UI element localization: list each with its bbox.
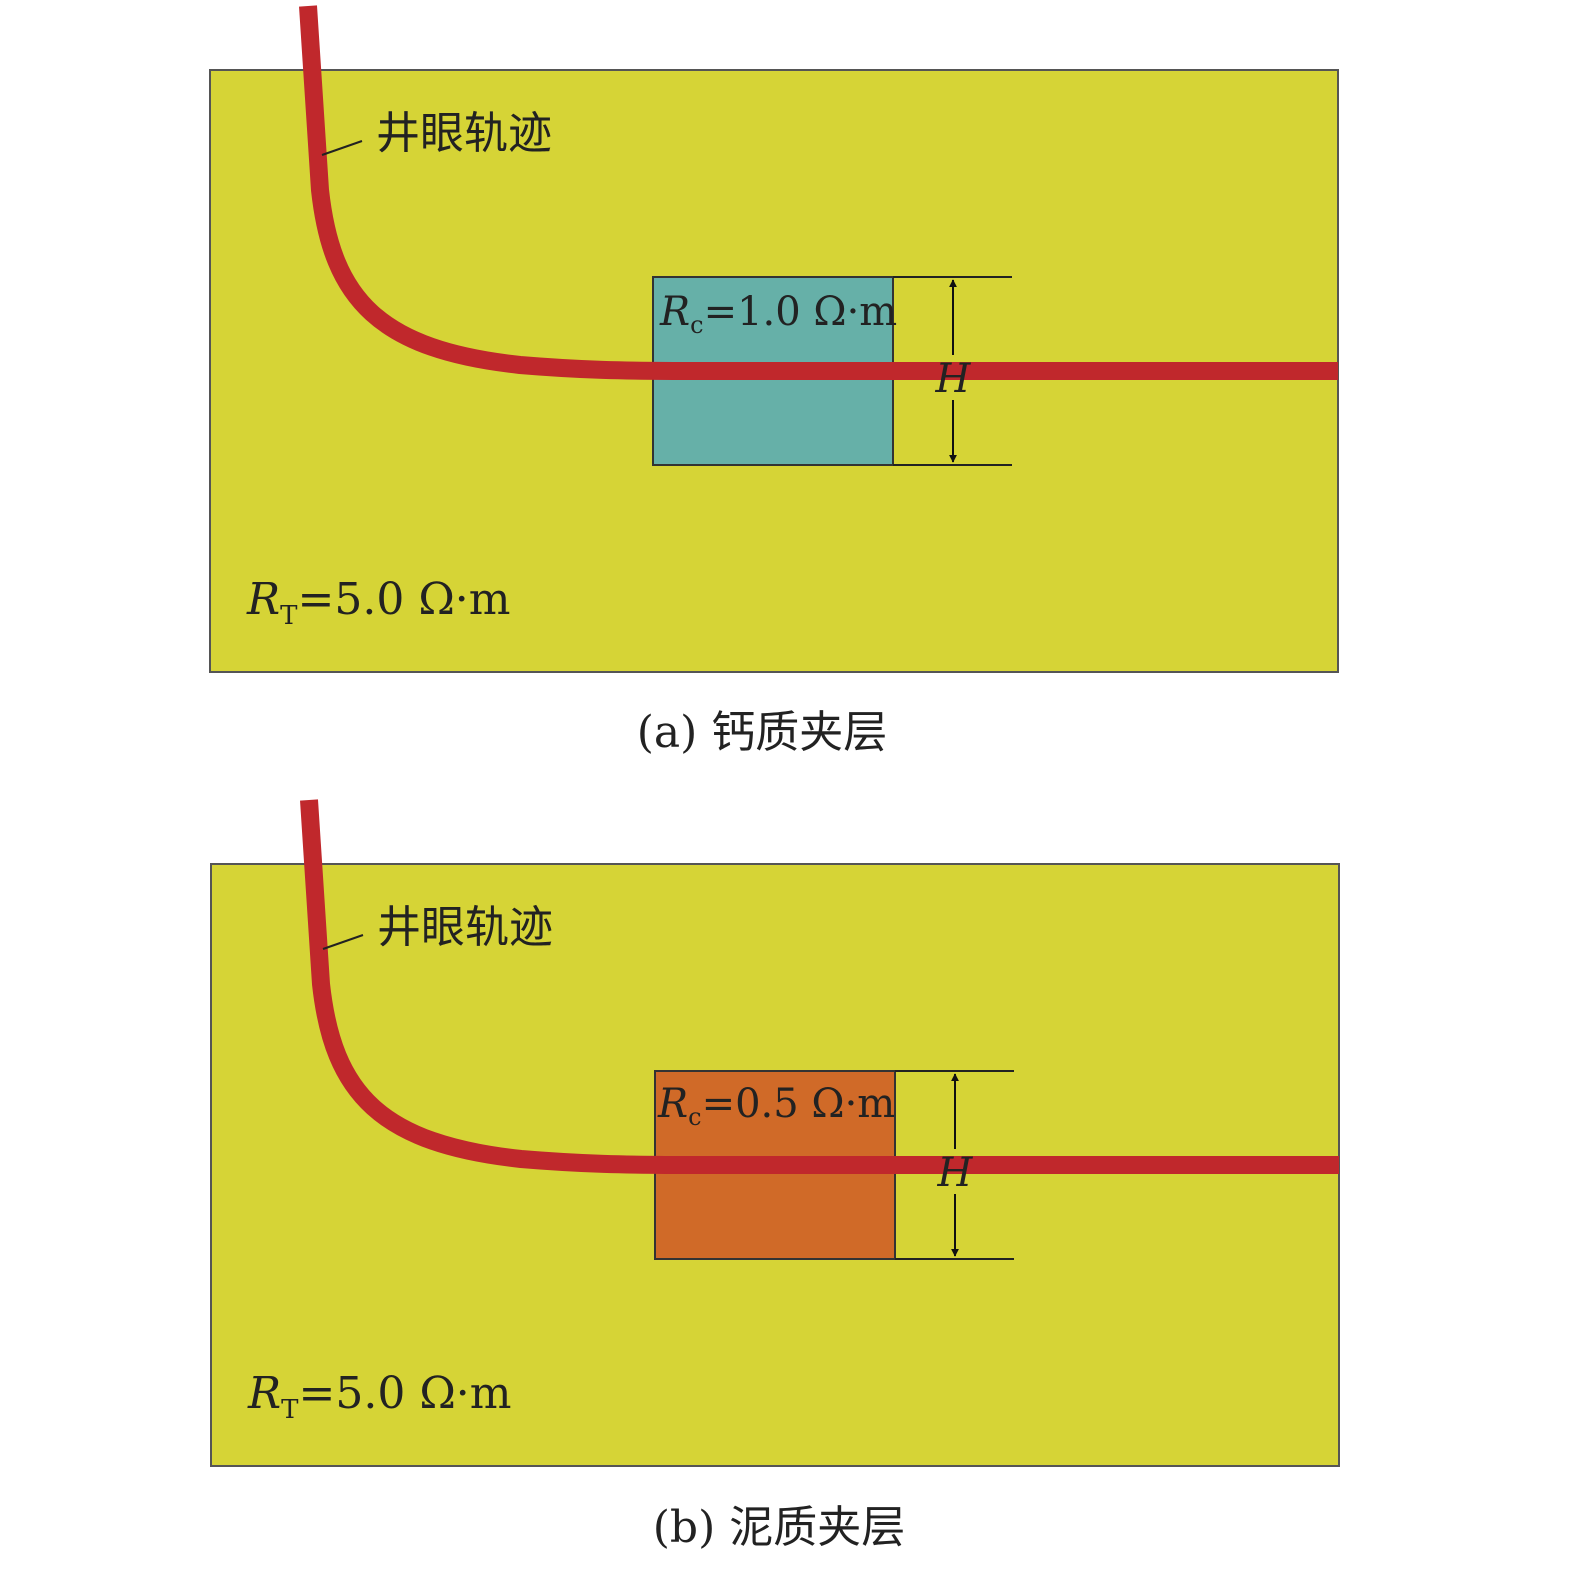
- wellbore-trajectory: [299, 5, 1338, 380]
- formation-resistivity: RT=5.0 Ω·m: [246, 574, 511, 631]
- interlayer-resistivity: Rc=1.0 Ω·m: [659, 289, 897, 339]
- trajectory-label: 井眼轨迹: [376, 108, 552, 159]
- interlayer-resistivity: Rc=0.5 Ω·m: [657, 1081, 895, 1131]
- trajectory-label: 井眼轨迹: [377, 902, 553, 953]
- caption: (a) 钙质夹层: [637, 707, 888, 758]
- caption: (b) 泥质夹层: [653, 1502, 905, 1553]
- panel-a: H 井眼轨迹 Rc=1.0 Ω·m RT=5.0 Ω·m (a) 钙质夹层: [209, 5, 1339, 758]
- leader-line: [321, 140, 363, 156]
- wellbore-trajectory: [300, 799, 1339, 1174]
- leader-line: [322, 934, 364, 950]
- thickness-label: H: [935, 356, 972, 402]
- formation-resistivity: RT=5.0 Ω·m: [247, 1368, 512, 1425]
- thickness-label: H: [937, 1150, 974, 1196]
- panel-b: H 井眼轨迹 Rc=0.5 Ω·m RT=5.0 Ω·m (b) 泥质夹层: [210, 799, 1340, 1553]
